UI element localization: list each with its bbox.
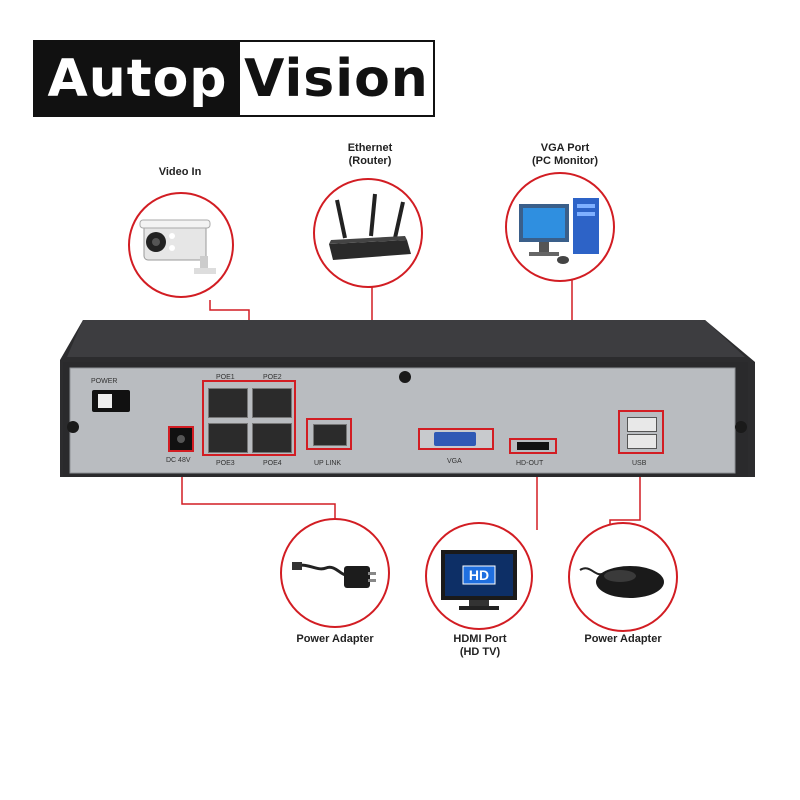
hdtv-caption: (HD TV) xyxy=(459,646,501,658)
poe3-label: POE3 xyxy=(216,460,235,467)
mouse-icon xyxy=(579,566,664,598)
router-circle xyxy=(313,178,423,288)
poe4-label: POE4 xyxy=(263,460,282,467)
poe2-label: POE2 xyxy=(263,374,282,381)
hdmi-port-frame xyxy=(509,438,557,454)
power-adapter-circle xyxy=(280,518,390,628)
uplink-label: UP LINK xyxy=(314,460,342,467)
dc-jack[interactable] xyxy=(168,426,194,452)
poe1-label: POE1 xyxy=(216,374,235,381)
pc-monitor-caption: (PC Monitor) xyxy=(532,155,598,167)
router-caption: (Router) xyxy=(348,155,392,167)
hdtv-circle: HD xyxy=(425,522,533,630)
vga-caption: VGA Port xyxy=(540,142,590,154)
hdtv-icon: HD xyxy=(441,550,517,610)
video-in-caption: Video In xyxy=(158,166,202,178)
brand-logo: Autop Vision xyxy=(33,40,435,117)
logo-part1: Autop xyxy=(35,42,240,115)
poe2-port[interactable] xyxy=(252,388,292,418)
pc-monitor-icon xyxy=(519,198,599,264)
hd-badge: HD xyxy=(469,567,489,583)
hdout-label: HD-OUT xyxy=(516,460,544,467)
usb-label: USB xyxy=(632,460,647,467)
usb-port-frame xyxy=(618,410,664,454)
camera-circle xyxy=(128,192,234,298)
vga-label: VGA xyxy=(447,458,462,465)
ethernet-caption: Ethernet xyxy=(347,142,393,154)
poe3-port[interactable] xyxy=(208,423,248,453)
usb-port-2[interactable] xyxy=(627,434,657,449)
poe4-port[interactable] xyxy=(252,423,292,453)
vga-port[interactable] xyxy=(434,432,476,446)
logo-part2: Vision xyxy=(244,48,429,109)
poe1-port[interactable] xyxy=(208,388,248,418)
poe-port-group xyxy=(202,380,296,456)
router-icon xyxy=(329,193,411,260)
uplink-port-frame xyxy=(306,418,352,450)
dc-label: DC 48V xyxy=(166,457,191,464)
hdmi-port[interactable] xyxy=(517,442,549,450)
usb-device-caption: Power Adapter xyxy=(584,633,662,645)
usb-port-1[interactable] xyxy=(627,417,657,432)
pc-circle xyxy=(505,172,615,282)
hdmi-caption: HDMI Port xyxy=(453,633,507,645)
mouse-circle xyxy=(568,522,678,632)
uplink-port[interactable] xyxy=(313,424,347,446)
power-adapter-icon xyxy=(292,562,376,588)
vga-port-frame xyxy=(418,428,494,450)
camera-icon xyxy=(139,219,216,274)
power-adapter-caption: Power Adapter xyxy=(296,633,374,645)
power-label: POWER xyxy=(91,378,118,385)
power-switch[interactable] xyxy=(92,390,130,412)
